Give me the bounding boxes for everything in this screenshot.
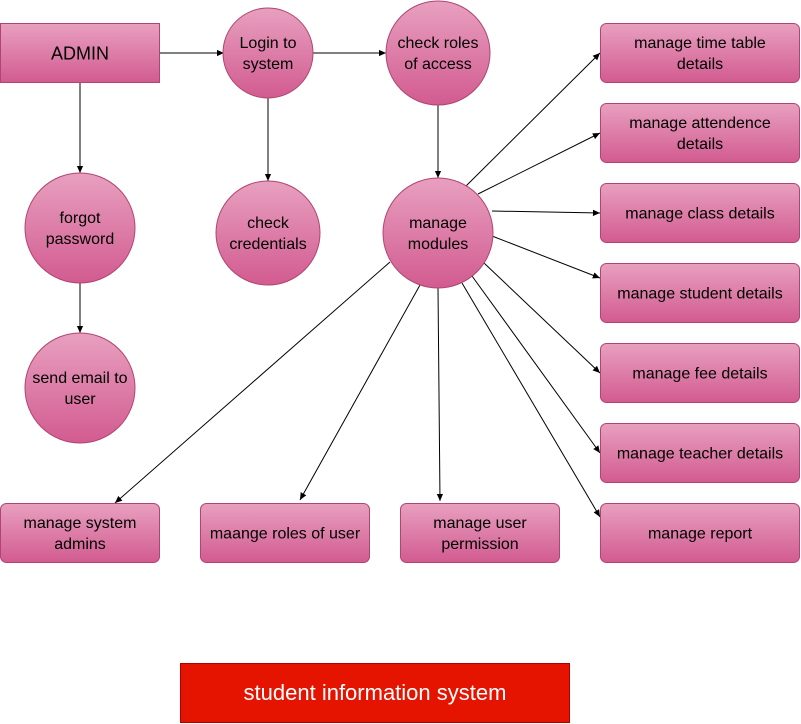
node-label: manage teacher details xyxy=(617,446,783,463)
node-label: details xyxy=(677,136,723,153)
node-shape xyxy=(0,23,160,83)
node-label: manage class details xyxy=(625,206,774,223)
node-shape xyxy=(400,503,560,563)
node-label: manage student details xyxy=(617,286,782,303)
node-label: admins xyxy=(54,536,106,553)
node-shape xyxy=(600,263,800,323)
node-roles-user: maange roles of user xyxy=(200,503,370,563)
node-shape xyxy=(600,183,800,243)
node-shape xyxy=(222,7,314,99)
node-label: forgot xyxy=(60,210,101,227)
node-label: check roles xyxy=(398,35,479,52)
node-send-email: send email to user xyxy=(24,332,136,444)
node-shape xyxy=(382,177,494,289)
node-admin: ADMIN xyxy=(0,23,160,83)
edge-manage_modules-to-student xyxy=(491,235,601,279)
node-class: manage class details xyxy=(600,183,800,243)
edge-manage_modules-to-time_table xyxy=(465,52,601,187)
node-check-roles: check roles of access xyxy=(385,0,491,106)
node-label: user xyxy=(64,391,96,408)
node-shape xyxy=(600,103,800,163)
node-label: manage time table xyxy=(634,35,766,52)
node-label: credentials xyxy=(229,236,306,253)
node-check-cred: check credentials xyxy=(215,180,321,286)
node-shape xyxy=(24,172,136,284)
node-label: of access xyxy=(404,56,472,73)
node-label: manage xyxy=(409,215,467,232)
node-fee: manage fee details xyxy=(600,343,800,403)
node-login: Login to system xyxy=(222,7,314,99)
node-shape xyxy=(600,23,800,83)
node-manage-modules: manage modules xyxy=(382,177,494,289)
node-label: manage fee details xyxy=(632,366,767,383)
node-sys-admins: manage system admins xyxy=(0,503,160,563)
node-label: send email to xyxy=(32,370,127,387)
edge-manage_modules-to-class xyxy=(491,209,601,217)
node-user-perm: manage user permission xyxy=(400,503,560,563)
edge-manage_modules-to-report xyxy=(461,282,601,518)
node-attendence: manage attendence details xyxy=(600,103,800,163)
node-label: details xyxy=(677,56,723,73)
node-time-table: manage time table details xyxy=(600,23,800,83)
node-shape xyxy=(600,343,800,403)
node-label: modules xyxy=(408,236,468,253)
node-label: check xyxy=(247,215,290,232)
edge-manage_modules-to-teacher xyxy=(471,275,601,454)
node-label: manage attendence xyxy=(629,115,771,132)
node-label: manage report xyxy=(648,526,753,543)
node-label: manage user xyxy=(433,515,527,532)
edge-manage_modules-to-fee xyxy=(483,262,601,374)
node-label: ADMIN xyxy=(51,43,109,63)
node-label: manage system xyxy=(24,515,137,532)
node-shape xyxy=(215,180,321,286)
edge-manage_modules-to-roles_user xyxy=(299,284,421,501)
node-student: manage student details xyxy=(600,263,800,323)
node-shape xyxy=(200,503,370,563)
node-shape xyxy=(600,423,800,483)
node-label: password xyxy=(46,231,114,248)
node-label: permission xyxy=(441,536,518,553)
node-shape xyxy=(385,0,491,106)
node-label: Login to xyxy=(240,35,297,52)
node-label: maange roles of user xyxy=(210,526,361,543)
node-label: system xyxy=(243,56,294,73)
node-shape xyxy=(0,503,160,563)
node-report: manage report xyxy=(600,503,800,563)
node-teacher: manage teacher details xyxy=(600,423,800,483)
node-shape xyxy=(600,503,800,563)
node-forgot: forgot password xyxy=(24,172,136,284)
node-shape xyxy=(24,332,136,444)
edge-manage_modules-to-sys_admins xyxy=(114,261,391,504)
edge-manage_modules-to-attendence xyxy=(477,132,601,195)
system-title-banner: student information system xyxy=(180,663,570,723)
edge-manage_modules-to-user_perm xyxy=(436,287,444,502)
